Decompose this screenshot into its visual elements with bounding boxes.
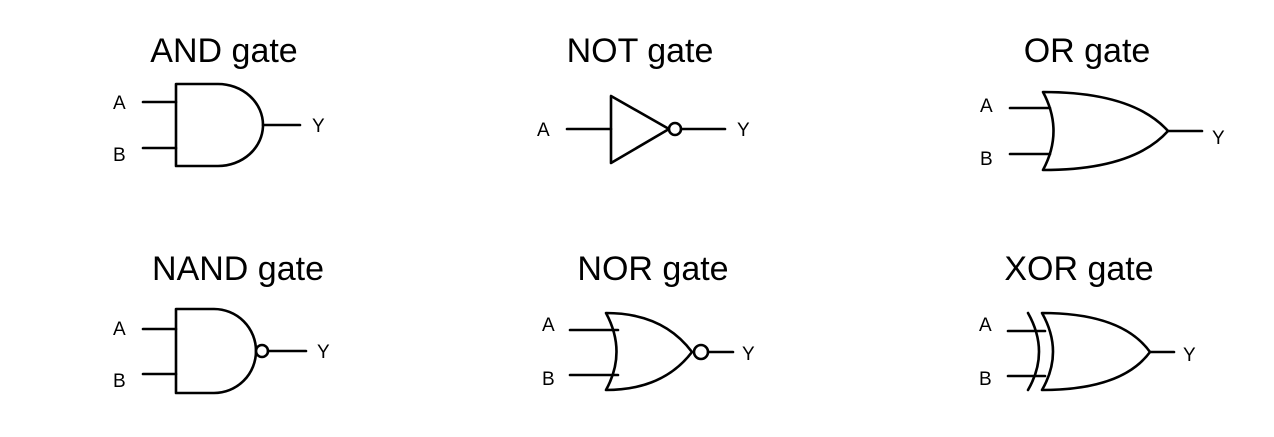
nand-gate-symbol: A B Y — [113, 307, 330, 395]
xor-gate-symbol: A B Y — [979, 311, 1196, 392]
xor-input-b-label: B — [979, 369, 992, 390]
nand-output-y-label: Y — [317, 342, 330, 363]
and-gate-symbol: A B Y — [113, 82, 325, 168]
nand-gate-title: NAND gate — [152, 250, 324, 288]
nor-gate-title: NOR gate — [577, 250, 729, 288]
nor-output-y-label: Y — [742, 344, 755, 365]
nor-input-b-label: B — [542, 369, 555, 390]
or-gate-title: OR gate — [1023, 32, 1151, 70]
and-gate-title: AND gate — [150, 32, 298, 70]
nand-input-b-label: B — [113, 371, 126, 392]
xor-gate-title: XOR gate — [1004, 250, 1154, 288]
nor-input-a-label: A — [542, 315, 555, 336]
or-input-b-label: B — [980, 149, 993, 170]
not-gate-symbol: A Y — [537, 94, 750, 165]
xor-input-a-label: A — [979, 315, 992, 336]
nor-gate-symbol: A B Y — [542, 311, 755, 392]
not-output-y-label: Y — [737, 120, 750, 141]
nand-input-a-label: A — [113, 319, 126, 340]
not-input-a-label: A — [537, 120, 550, 141]
xor-output-y-label: Y — [1183, 345, 1196, 366]
and-output-y-label: Y — [312, 116, 325, 137]
and-input-a-label: A — [113, 93, 126, 114]
not-gate-title: NOT gate — [566, 32, 714, 70]
or-gate-symbol: A B Y — [980, 90, 1225, 172]
and-input-b-label: B — [113, 145, 126, 166]
or-input-a-label: A — [980, 96, 993, 117]
or-output-y-label: Y — [1212, 128, 1225, 149]
